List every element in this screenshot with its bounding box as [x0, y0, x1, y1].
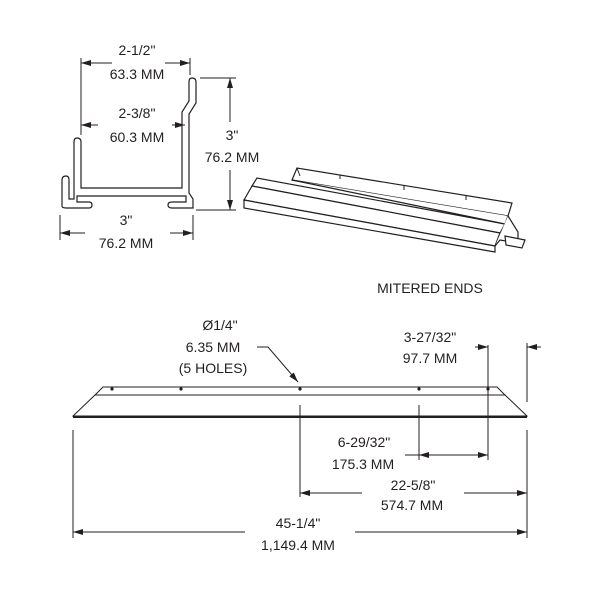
top-width-inch: 2-1/2": [119, 42, 156, 58]
height-mm: 76.2 MM: [205, 149, 259, 165]
inner-width-mm: 60.3 MM: [110, 129, 164, 145]
mitered-ends-label: MITERED ENDS: [377, 280, 483, 296]
base-width-inch: 3": [120, 212, 133, 228]
hole-spacing-mm: 175.3 MM: [332, 456, 394, 472]
end-hole-inch: 3-27/32": [404, 329, 456, 345]
half-length-mm: 574.7 MM: [381, 497, 443, 513]
half-length-inch: 22-5/8": [391, 477, 436, 493]
elevation-dimensions: [72, 343, 541, 538]
height-inch: 3": [226, 127, 239, 143]
hole-diameter-mm: 6.35 MM: [186, 339, 240, 355]
mitered-ends-isometric: [243, 167, 526, 253]
base-width-mm: 76.2 MM: [99, 235, 153, 251]
holes: [110, 387, 490, 391]
overall-length-mm: 1,149.4 MM: [261, 537, 335, 553]
hole-count: (5 HOLES): [179, 360, 247, 376]
overall-length-inch: 45-1/4": [276, 515, 321, 531]
profile-dimensions: [59, 58, 236, 240]
top-width-mm: 63.3 MM: [110, 66, 164, 82]
hole-spacing-inch: 6-29/32": [338, 434, 390, 450]
end-hole-mm: 97.7 MM: [403, 350, 457, 366]
channel-profile: [61, 77, 197, 209]
inner-width-inch: 2-3/8": [119, 105, 156, 121]
hole-diameter-inch: Ø1/4": [202, 317, 237, 333]
